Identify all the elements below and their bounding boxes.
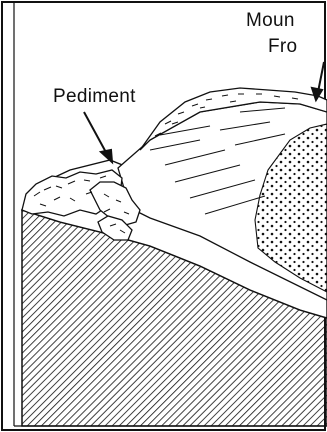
label-front: Fro [268,36,297,58]
pediment-arrow [84,112,112,162]
label-mountain: Moun [246,10,295,32]
mountain-front-arrow [312,62,324,100]
label-pediment: Pediment [53,86,136,108]
